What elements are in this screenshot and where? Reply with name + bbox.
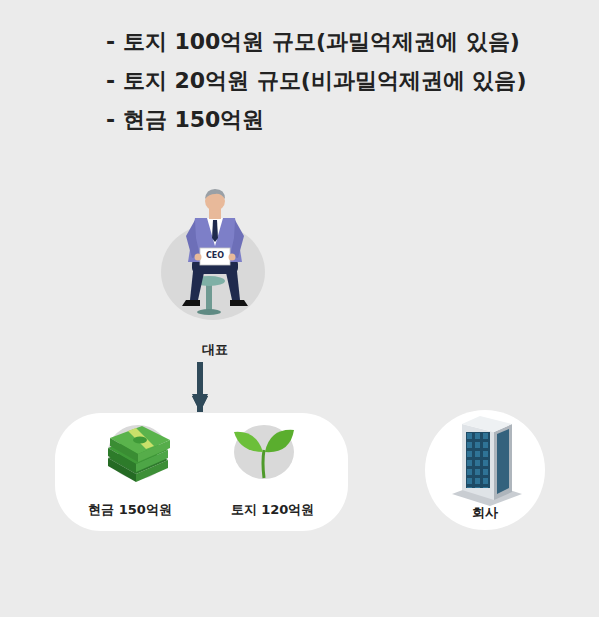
note-line: - 토지 20억원 규모(비과밀억제권에 있음) <box>106 68 527 94</box>
cash-icon <box>108 426 170 482</box>
node-label: 대표 <box>202 342 228 358</box>
flow-arrow <box>197 362 203 412</box>
ceo-figure <box>182 189 248 315</box>
flow-arrow <box>197 362 203 412</box>
land-node: 토지 120억원 <box>200 412 345 530</box>
flow-arrow <box>197 362 203 410</box>
node-label: 토지 120억원 <box>231 502 315 518</box>
building-icon <box>452 416 522 506</box>
cash-node: 현금 150억원 <box>60 412 200 530</box>
node-label: 현금 150억원 <box>88 502 172 518</box>
sprout-icon <box>234 430 294 478</box>
company-node: 회사 <box>425 410 545 530</box>
ceo-node: 대표 <box>160 190 270 362</box>
asset-panel <box>55 413 348 531</box>
company-circle <box>425 410 545 530</box>
note-line: - 현금 150억원 <box>106 107 264 133</box>
badge-text: CEO <box>206 251 224 261</box>
note-line: - 토지 100억원 규모(과밀억제권에 있음) <box>106 29 520 55</box>
node-label: 회사 <box>472 505 498 521</box>
icon-blobs <box>108 224 294 479</box>
